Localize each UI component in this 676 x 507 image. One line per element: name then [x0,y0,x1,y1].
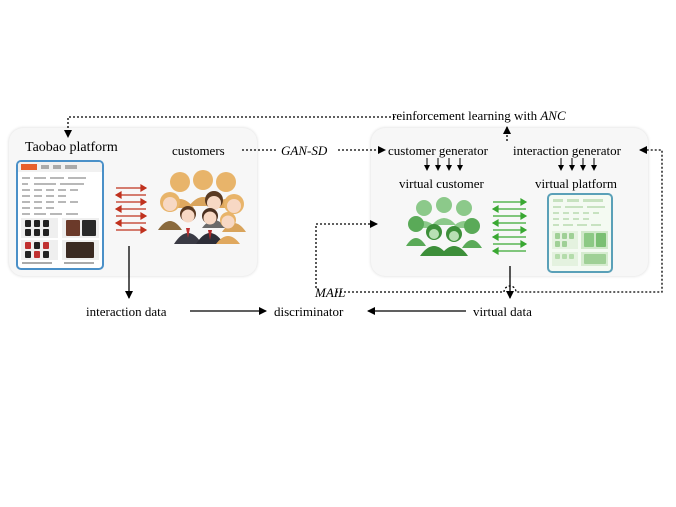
mail-label: MAIL [315,285,346,300]
interaction-generator-label: interaction generator [513,143,621,158]
person-front-row [174,206,240,244]
rl-title: reinforcement learning with ANC [392,108,566,123]
virtual-platform-phone [547,193,613,273]
taobao-platform-label: Taobao platform [25,140,118,155]
virtual-customers-crowd [406,196,482,256]
interaction-generator-arrows [558,158,597,171]
green-crowd-icon [406,197,482,256]
virtual-interaction-arrows [491,197,528,256]
customer-generator-label: customer generator [388,143,488,158]
interaction-data-label: interaction data [86,304,167,319]
virtual-platform-label: virtual platform [535,176,617,191]
rl-loop-arrow [64,116,395,138]
rl-title-text: reinforcement learning with [392,108,538,123]
customer-generator-arrows [424,158,463,171]
discriminator-label: discriminator [274,304,344,319]
gan-sd-label: GAN-SD [281,143,328,158]
phone-screenshot-icon [18,162,102,264]
customers-crowd [158,168,246,244]
crowd-icon [158,170,246,244]
virtual-data-label: virtual data [473,304,532,319]
real-interaction-arrows [114,183,148,235]
taobao-phone-screenshot [16,160,104,270]
mail-to-interaction-generator-arrow [336,146,663,293]
rl-title-anc: ANC [540,108,566,123]
virtual-phone-icon [552,199,608,266]
mail-feedback-arrow [315,220,378,288]
virtual-customer-label: virtual customer [399,176,484,191]
customers-label: customers [172,143,225,158]
